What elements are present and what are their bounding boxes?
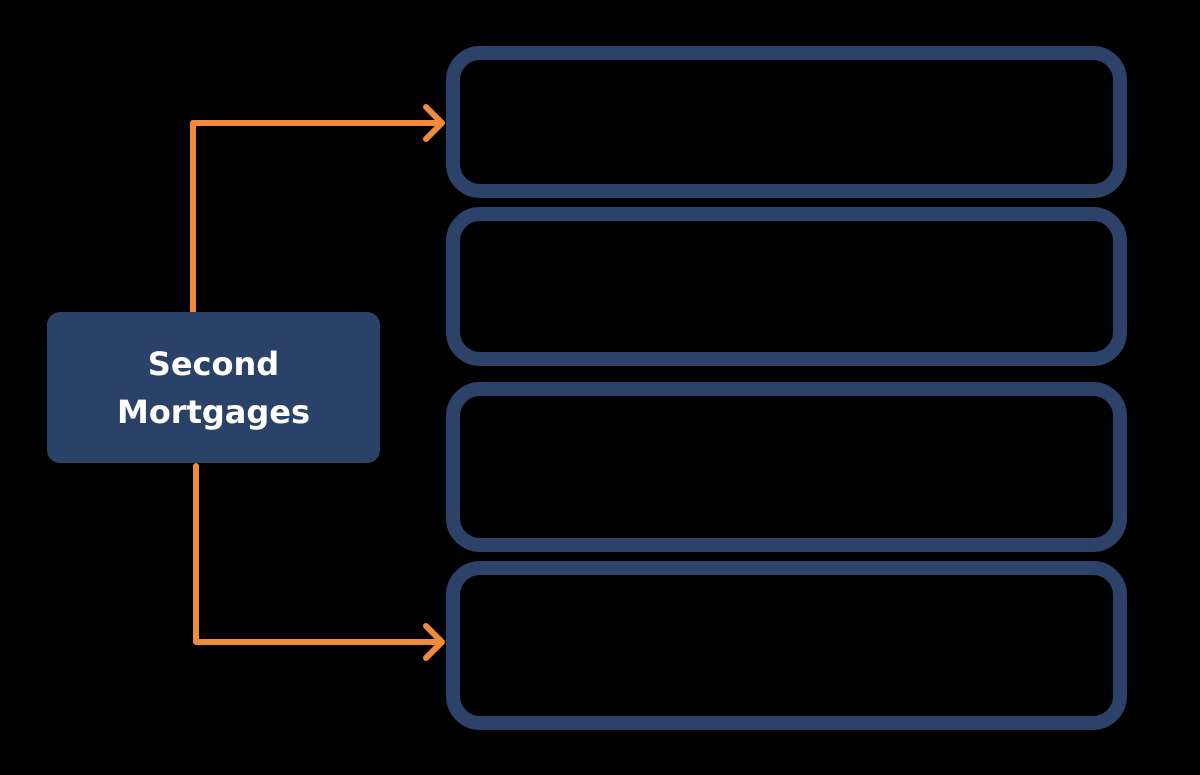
target-box-2 — [446, 207, 1127, 366]
second-mortgages-node: Second Mortgages — [47, 312, 380, 463]
target-box-3 — [446, 382, 1127, 552]
bottom-connector-line — [193, 463, 443, 645]
target-box-4 — [446, 561, 1127, 730]
second-mortgages-label: Second Mortgages — [116, 344, 311, 431]
top-arrowhead — [423, 104, 445, 142]
bottom-arrowhead — [423, 623, 445, 661]
target-box-1 — [446, 46, 1127, 198]
top-connector-line — [190, 120, 443, 315]
